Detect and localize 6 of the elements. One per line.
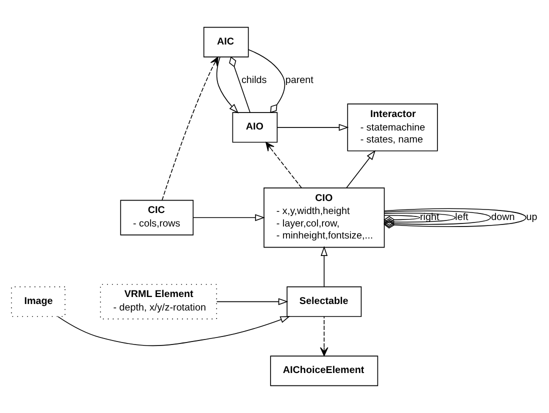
edge-label: up: [526, 212, 538, 224]
edge-label: parent: [285, 74, 314, 86]
edge-label: childs: [241, 74, 267, 86]
edge-label: left: [455, 212, 468, 224]
edge-label: right: [420, 212, 440, 224]
edge-label: down: [491, 212, 515, 224]
